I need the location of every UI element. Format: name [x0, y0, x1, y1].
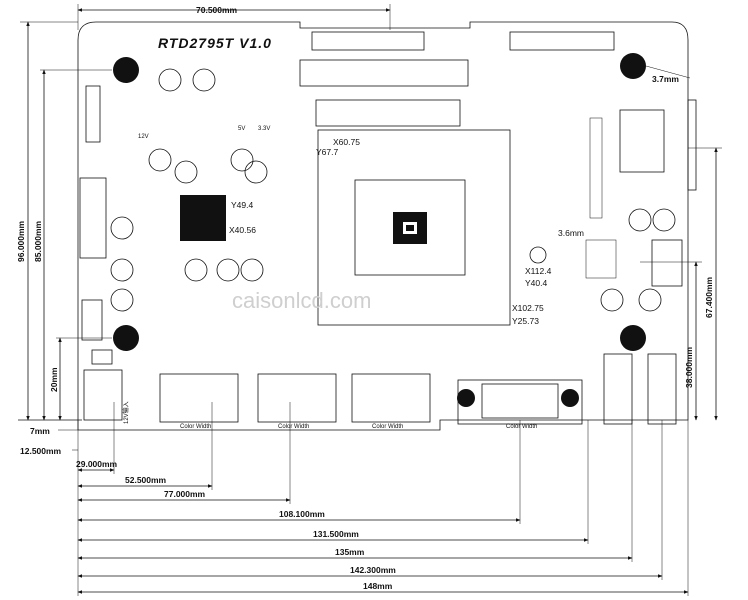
- right-dim-67: 67.400mm: [688, 147, 722, 421]
- capacitors: [110, 68, 676, 312]
- coord-y25: Y25.73: [512, 316, 539, 326]
- coord-y40: Y40.4: [525, 278, 547, 288]
- coord-x60: X60.75: [333, 137, 360, 147]
- silk-3v3: 3.3V: [258, 126, 270, 132]
- left-header: [79, 177, 107, 259]
- right-dim-hole: 3.7mm: [645, 65, 691, 84]
- right-edge-jack: [687, 99, 697, 191]
- vga-screw-right: [561, 389, 579, 407]
- bottom-dimension-2: 52.500mm: [77, 402, 213, 490]
- bottom-dimension-label: 29.000mm: [76, 459, 118, 469]
- right-dim-67-label: 67.400mm: [704, 276, 714, 318]
- bottom-dimension-label: 148mm: [363, 581, 393, 591]
- con3-label: Color Width: [372, 424, 403, 430]
- bottom-dimension-8: 148mm: [77, 420, 689, 596]
- bottom-dimension-label: 52.500mm: [125, 475, 167, 485]
- main-chip: [317, 129, 511, 326]
- right-header: [651, 239, 683, 287]
- bottom-connectors: [83, 349, 677, 425]
- left-dim-12-label: 12.500mm: [20, 446, 62, 456]
- bottom-dimension-3: 77.000mm: [77, 402, 291, 504]
- bottom-dimension-label: 131.500mm: [313, 529, 359, 539]
- left-header-top: [85, 85, 101, 143]
- panel-connector: [299, 31, 469, 127]
- board-title: RTD2795T V1.0: [158, 35, 272, 51]
- smd-chip: [585, 239, 617, 279]
- top-dimension: 70.500mm: [77, 4, 391, 30]
- coord-y67: Y67.7: [316, 147, 338, 157]
- left-dim-20: 20mm: [49, 337, 112, 421]
- right-dim-38-label: 38.000mm: [684, 346, 694, 388]
- board-outline: [77, 21, 689, 431]
- bottom-dimension-4: 108.100mm: [77, 420, 521, 524]
- bottom-dimension-1: 29.000mm: [76, 402, 118, 474]
- mounting-holes: [113, 53, 646, 351]
- silk-5v: 5V: [238, 126, 245, 132]
- left-dim-7-label: 7mm: [30, 426, 50, 436]
- left-dim-85-label: 85.000mm: [33, 220, 43, 262]
- coord-3-6mm: 3.6mm: [558, 228, 584, 238]
- bottom-dimension-label: 108.100mm: [279, 509, 325, 519]
- coord-x102: X102.75: [512, 303, 544, 313]
- bottom-dimension-5: 131.500mm: [77, 420, 589, 544]
- con1-label: Color Width: [180, 424, 211, 430]
- bottom-dimension-label: 142.300mm: [350, 565, 396, 575]
- left-dim-96: 96.000mm: [16, 21, 78, 421]
- left-dim-12: 12.500mm: [20, 446, 78, 456]
- coord-x112: X112.4: [525, 266, 552, 276]
- scaler-chip: [180, 195, 226, 241]
- left-dim-7: 7mm: [30, 426, 78, 436]
- silk-12v: 12V: [138, 134, 149, 140]
- coord-y49: Y49.4: [231, 200, 253, 210]
- bottom-dimension-6: 135mm: [77, 420, 633, 562]
- left-dim-20-label: 20mm: [49, 367, 59, 392]
- pin-column: [589, 117, 603, 219]
- right-connector: [619, 109, 665, 173]
- right-dim-38: 38.000mm: [640, 261, 702, 421]
- left-dim-96-label: 96.000mm: [16, 220, 26, 262]
- right-hole-label: 3.7mm: [652, 74, 679, 84]
- power-label: 12V输入: [122, 401, 130, 424]
- con2-label: Color Width: [278, 424, 309, 430]
- vga-label: Color Width: [506, 424, 537, 430]
- watermark: caisonlcd.com: [232, 288, 371, 313]
- bottom-dimensions: 29.000mm 52.500mm 77.000mm 108.100mm 131.500…: [76, 402, 689, 596]
- bottom-dimension-7: 142.300mm: [77, 420, 663, 580]
- bottom-dimension-label: 135mm: [335, 547, 365, 557]
- bottom-dimension-label: 77.000mm: [164, 489, 206, 499]
- fpc-connector: [509, 31, 615, 51]
- left-dim-85: 85.000mm: [33, 69, 112, 421]
- top-dimension-label: 70.500mm: [196, 5, 238, 15]
- coord-x40: X40.56: [229, 225, 256, 235]
- vga-screw-left: [457, 389, 475, 407]
- left-header-bottom: [81, 299, 103, 341]
